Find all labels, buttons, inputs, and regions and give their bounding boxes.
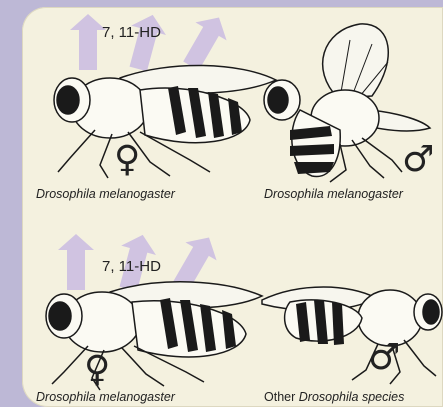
male-symbol-top: ♂ bbox=[402, 142, 434, 178]
caption-top-right: Drosophila melanogaster bbox=[264, 187, 403, 201]
female-fly-bottom bbox=[46, 282, 262, 390]
caption-top-left-italic: Drosophila melanogaster bbox=[36, 187, 175, 201]
female-symbol-top: ♀ bbox=[114, 142, 140, 178]
caption-bottom-left-italic: Drosophila melanogaster bbox=[36, 390, 175, 404]
pheromone-label-bottom: 7, 11-HD bbox=[102, 258, 161, 275]
female-symbol-bottom: ♀ bbox=[84, 352, 110, 388]
caption-bottom-right-italic: Drosophila species bbox=[299, 390, 405, 404]
pheromone-label-top: 7, 11-HD bbox=[102, 24, 161, 41]
male-symbol-bottom: ♂ bbox=[368, 340, 400, 376]
caption-top-left: Drosophila melanogaster bbox=[36, 187, 175, 201]
female-fly-top bbox=[54, 65, 276, 178]
caption-bottom-left: Drosophila melanogaster bbox=[36, 390, 175, 404]
caption-top-right-italic: Drosophila melanogaster bbox=[264, 187, 403, 201]
caption-bottom-right: Other Drosophila species bbox=[264, 390, 404, 404]
other-species-fly-bottom bbox=[262, 287, 442, 384]
caption-bottom-right-plain: Other bbox=[264, 390, 299, 404]
